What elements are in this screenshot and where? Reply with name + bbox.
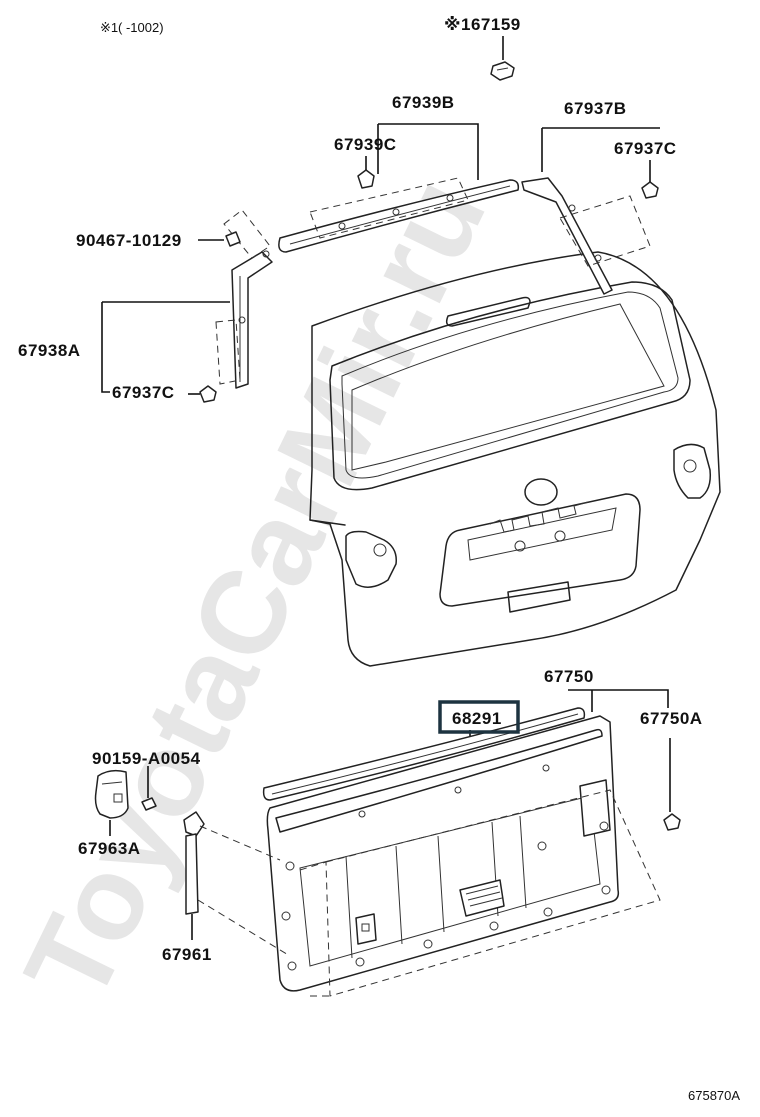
handle-67961 [183,811,291,957]
label-67939C: 67939C [334,135,397,154]
figure-code: 675870A [688,1088,740,1103]
clip-67937C-right [641,181,659,199]
applicability-note-marker: ※1 [100,20,118,35]
label-67937C-top: 67937C [614,139,677,158]
label-67963A: 67963A [78,839,141,858]
label-67750A: 67750A [640,709,703,728]
screw-90159-A0054 [141,797,157,811]
clip-67937C-left [199,385,217,403]
label-67937B: 67937B [564,99,627,118]
moulding-67939B [278,177,520,253]
label-67939B: 67939B [392,93,455,112]
clip-67939C [357,169,375,189]
label-90467-10129: 90467-10129 [76,231,182,250]
label-67961: 67961 [162,945,212,964]
leader-67939B [377,123,479,180]
clip-90467-10129 [225,231,241,247]
label-67750: 67750 [544,667,594,686]
clip-67159 [490,61,515,81]
moulding-67938A [215,209,273,389]
moulding-67937B [521,177,651,295]
label-68291: 68291 [452,709,502,728]
trim-board-67750 [266,715,661,997]
label-67159: ※167159 [444,15,521,34]
label-67938A: 67938A [18,341,81,360]
leader-67937B [541,127,660,172]
highlight-box-68291 [438,700,520,734]
back-door-panel [309,251,721,667]
leader-67938A [101,301,230,393]
applicability-note-range: ( -1002) [118,20,164,35]
cover-67963A [94,769,129,819]
label-90159-A0054: 90159-A0054 [92,749,201,768]
leader-67750 [568,689,669,712]
clip-67750A [663,813,681,831]
label-67937C-left: 67937C [112,383,175,402]
